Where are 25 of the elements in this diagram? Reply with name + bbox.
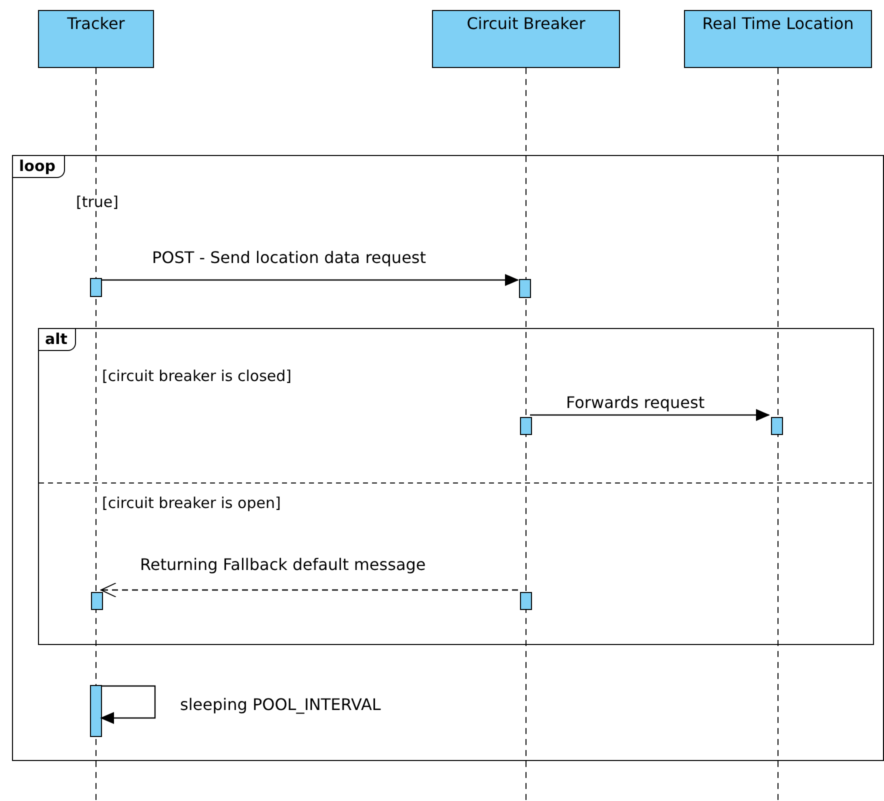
activation-bar (91, 592, 103, 610)
activation-bar (520, 592, 532, 610)
activation-bar (771, 417, 783, 435)
guard-condition: [circuit breaker is closed] (102, 367, 292, 385)
guard-condition: [circuit breaker is open] (102, 494, 281, 512)
fragment-frame (38, 328, 874, 645)
return-message-arrow (100, 582, 518, 598)
fragment-operator: alt (39, 329, 76, 351)
fragment-frame (12, 155, 884, 761)
lifeline-header: Circuit Breaker (432, 10, 620, 68)
message-label: sleeping POOL_INTERVAL (180, 695, 381, 714)
activation-bar (90, 685, 102, 737)
activation-bar (90, 278, 102, 297)
fragment-operator: loop (13, 156, 64, 178)
lifeline-header: Tracker (38, 10, 154, 68)
self-message-arrow (100, 685, 156, 724)
message-arrow (101, 274, 519, 286)
lifeline-header: Real Time Location (684, 10, 872, 68)
message-arrow (530, 409, 770, 421)
message-label: POST - Send location data request (152, 248, 426, 267)
activation-bar (520, 417, 532, 435)
guard-condition: [true] (76, 193, 118, 211)
message-label: Forwards request (566, 393, 705, 412)
activation-bar (519, 279, 531, 298)
message-label: Returning Fallback default message (140, 555, 426, 574)
